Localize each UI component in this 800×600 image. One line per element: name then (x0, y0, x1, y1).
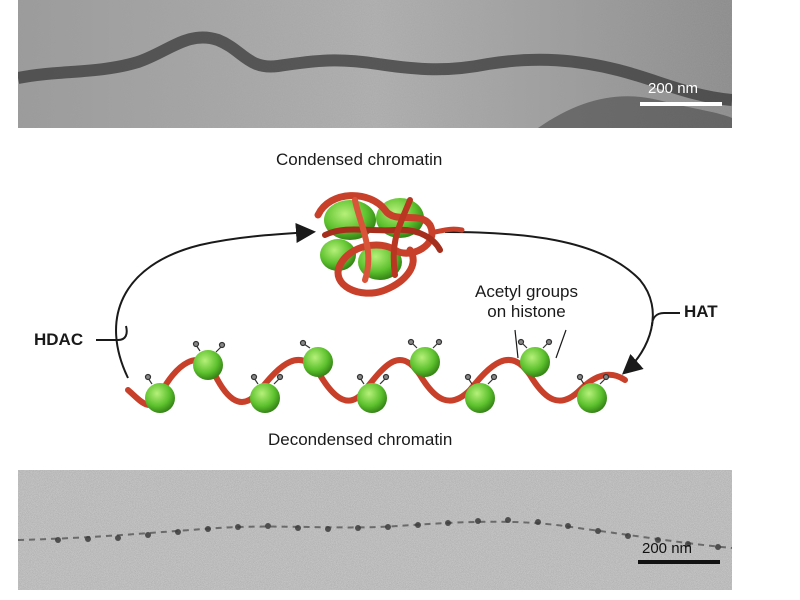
chromatin-diagram (0, 0, 800, 470)
scale-bar-label-bottom: 200 nm (642, 540, 692, 557)
hat-label: HAT (684, 302, 718, 322)
scale-bar-bottom (638, 560, 720, 564)
condensed-chromatin-cluster (318, 196, 462, 294)
hdac-label: HDAC (34, 330, 83, 350)
decondensed-chromatin-micrograph: 200 nm (18, 470, 732, 590)
acetyl-label-line-2: on histone (475, 302, 578, 322)
condensed-chromatin-label: Condensed chromatin (276, 150, 442, 170)
decondensed-chromatin-fiber (128, 330, 625, 413)
acetyl-groups-label: Acetyl groups on histone (475, 282, 578, 322)
decondensed-chromatin-label: Decondensed chromatin (268, 430, 452, 450)
hdac-pointer (96, 326, 127, 340)
hat-pointer (652, 313, 680, 326)
acetyl-label-line-1: Acetyl groups (475, 282, 578, 302)
